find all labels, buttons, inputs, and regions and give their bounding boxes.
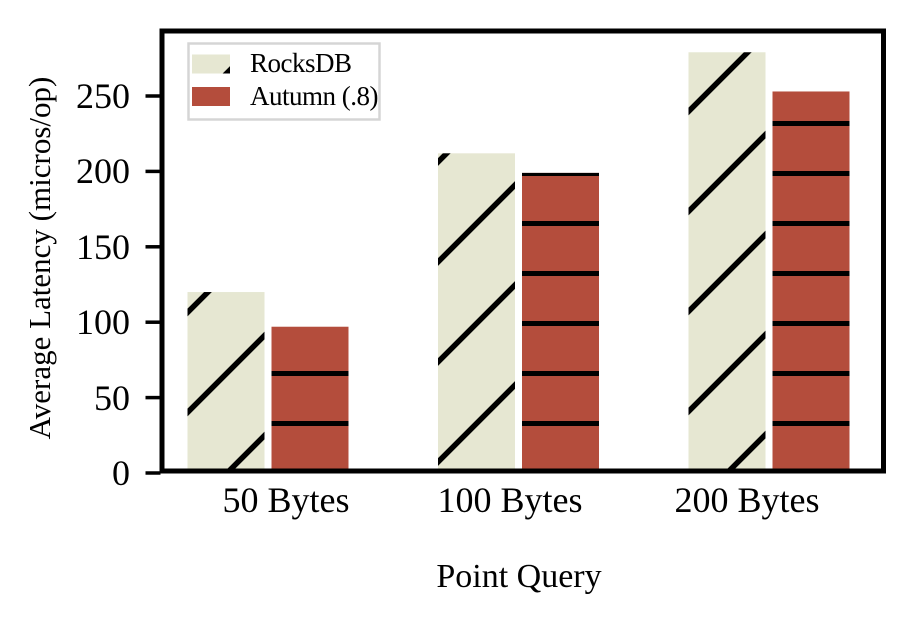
bar-hatch-overlay — [772, 91, 850, 473]
y-tick-label: 100 — [76, 302, 130, 343]
legend-swatch-hatch — [192, 87, 230, 106]
bar-hatch-overlay — [522, 172, 599, 473]
bar-series-group — [187, 52, 850, 473]
x-tick-label: 200 Bytes — [674, 480, 820, 520]
bar-hatch-overlay — [438, 153, 515, 473]
x-tick-label: 100 Bytes — [437, 480, 583, 520]
axes-group — [145, 28, 886, 475]
plot-border — [159, 28, 886, 474]
y-tick-label: 200 — [76, 151, 130, 192]
legend-label-rocksdb: RocksDB — [250, 48, 352, 78]
y-tick-label: 0 — [112, 453, 130, 493]
bar-hatch-overlay — [187, 292, 265, 473]
y-tick-label: 150 — [76, 226, 130, 267]
legend-swatch-hatch — [192, 54, 230, 74]
legend-label-autumn: Autumn (.8) — [250, 81, 378, 111]
y-tick-label: 250 — [76, 76, 130, 116]
x-tick-label: 50 Bytes — [222, 480, 350, 520]
bar-hatch-overlay — [271, 326, 349, 473]
bar-hatch-overlay — [688, 52, 766, 473]
x-axis-label: Point Query — [436, 558, 602, 595]
legend-box — [187, 42, 381, 121]
y-tick-label: 50 — [94, 377, 130, 418]
